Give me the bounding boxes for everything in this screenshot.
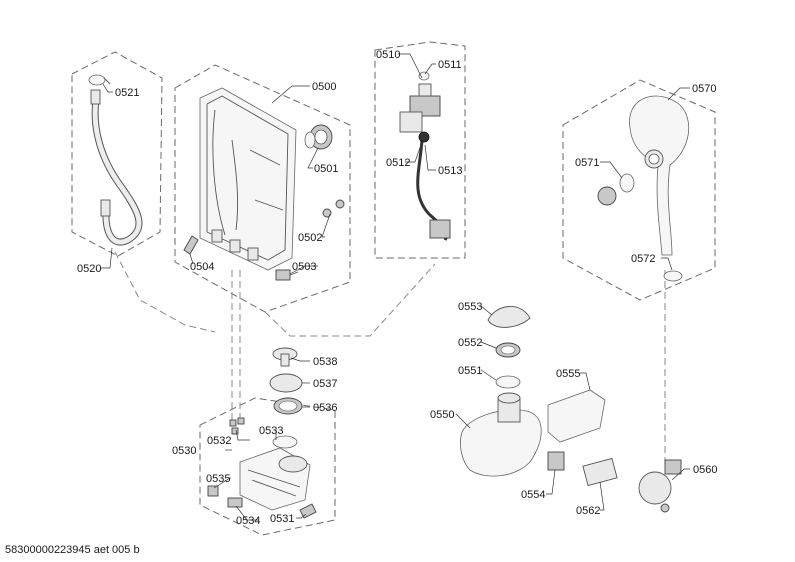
callout-0554: 0554 — [521, 489, 545, 501]
callout-0532: 0532 — [207, 435, 231, 447]
callout-0535: 0535 — [206, 473, 230, 485]
callout-0555: 0555 — [556, 368, 580, 380]
sensor-0503 — [275, 269, 299, 281]
valve-0510 — [399, 83, 451, 241]
callout-0513: 0513 — [438, 165, 462, 177]
clip-0504 — [183, 235, 199, 255]
callout-0520: 0520 — [77, 263, 101, 275]
hose-clamp-0521 — [88, 74, 111, 86]
side-tank-0500 — [199, 87, 297, 271]
callout-0538: 0538 — [313, 356, 337, 368]
seal-0533 — [272, 435, 298, 449]
document-id-footer: 58300000223945 aet 005 b — [5, 544, 140, 556]
pump-0562 — [582, 457, 618, 487]
ring-0572 — [663, 270, 683, 282]
callout-0503: 0503 — [292, 261, 316, 273]
callout-0571: 0571 — [575, 157, 599, 169]
cap-0538 — [272, 347, 298, 367]
group-outline-0500 — [174, 64, 351, 313]
callout-0550: 0550 — [430, 409, 454, 421]
seal-ring-0501 — [304, 124, 333, 150]
part-0531 — [299, 503, 317, 519]
callout-0502: 0502 — [298, 232, 322, 244]
callout-0510: 0510 — [376, 49, 400, 61]
ring-0536 — [273, 397, 303, 415]
drain-pump-0560 — [638, 459, 682, 513]
callout-0552: 0552 — [458, 337, 482, 349]
callout-0530: 0530 — [172, 445, 196, 457]
callout-0512: 0512 — [386, 157, 410, 169]
screws-0532 — [229, 417, 245, 435]
leader-lines — [100, 53, 690, 521]
group-outline-0520 — [71, 51, 163, 257]
callout-0534: 0534 — [236, 515, 260, 527]
sump-connection-path — [264, 263, 436, 337]
callout-0533: 0533 — [259, 425, 283, 437]
seal-0511 — [418, 71, 430, 81]
hose-connection-path — [114, 251, 216, 333]
hose-0520 — [90, 89, 143, 246]
callout-0562: 0562 — [576, 505, 600, 517]
callout-0553: 0553 — [458, 301, 482, 313]
callout-0536: 0536 — [313, 402, 337, 414]
callout-0560: 0560 — [693, 464, 717, 476]
callout-0500: 0500 — [312, 81, 336, 93]
callout-0504: 0504 — [190, 261, 214, 273]
bracket-0555 — [547, 389, 606, 443]
group-outline-0570 — [562, 79, 716, 301]
callout-0531: 0531 — [270, 513, 294, 525]
callout-0501: 0501 — [314, 163, 338, 175]
ring-0551 — [495, 375, 521, 389]
callout-0551: 0551 — [458, 365, 482, 377]
filter-0553 — [487, 306, 531, 328]
group-outline-0510 — [374, 41, 466, 259]
cap-0571 — [597, 173, 635, 206]
callout-0572: 0572 — [631, 253, 655, 265]
filter-0512 — [418, 131, 430, 143]
callout-0521: 0521 — [115, 87, 139, 99]
sump-0550 — [460, 392, 542, 477]
callout-0537: 0537 — [313, 378, 337, 390]
part-0534 — [227, 497, 243, 508]
cover-0537 — [269, 373, 303, 393]
part-0535 — [207, 485, 219, 497]
callout-0511: 0511 — [438, 59, 462, 71]
ring-0552 — [495, 342, 521, 358]
sensor-0554 — [547, 451, 565, 471]
screw-0502 — [322, 199, 345, 218]
water-softener-0530 — [239, 447, 311, 511]
air-duct-0570 — [629, 95, 689, 256]
group-outline-0530 — [199, 397, 336, 536]
callout-0570: 0570 — [692, 83, 716, 95]
